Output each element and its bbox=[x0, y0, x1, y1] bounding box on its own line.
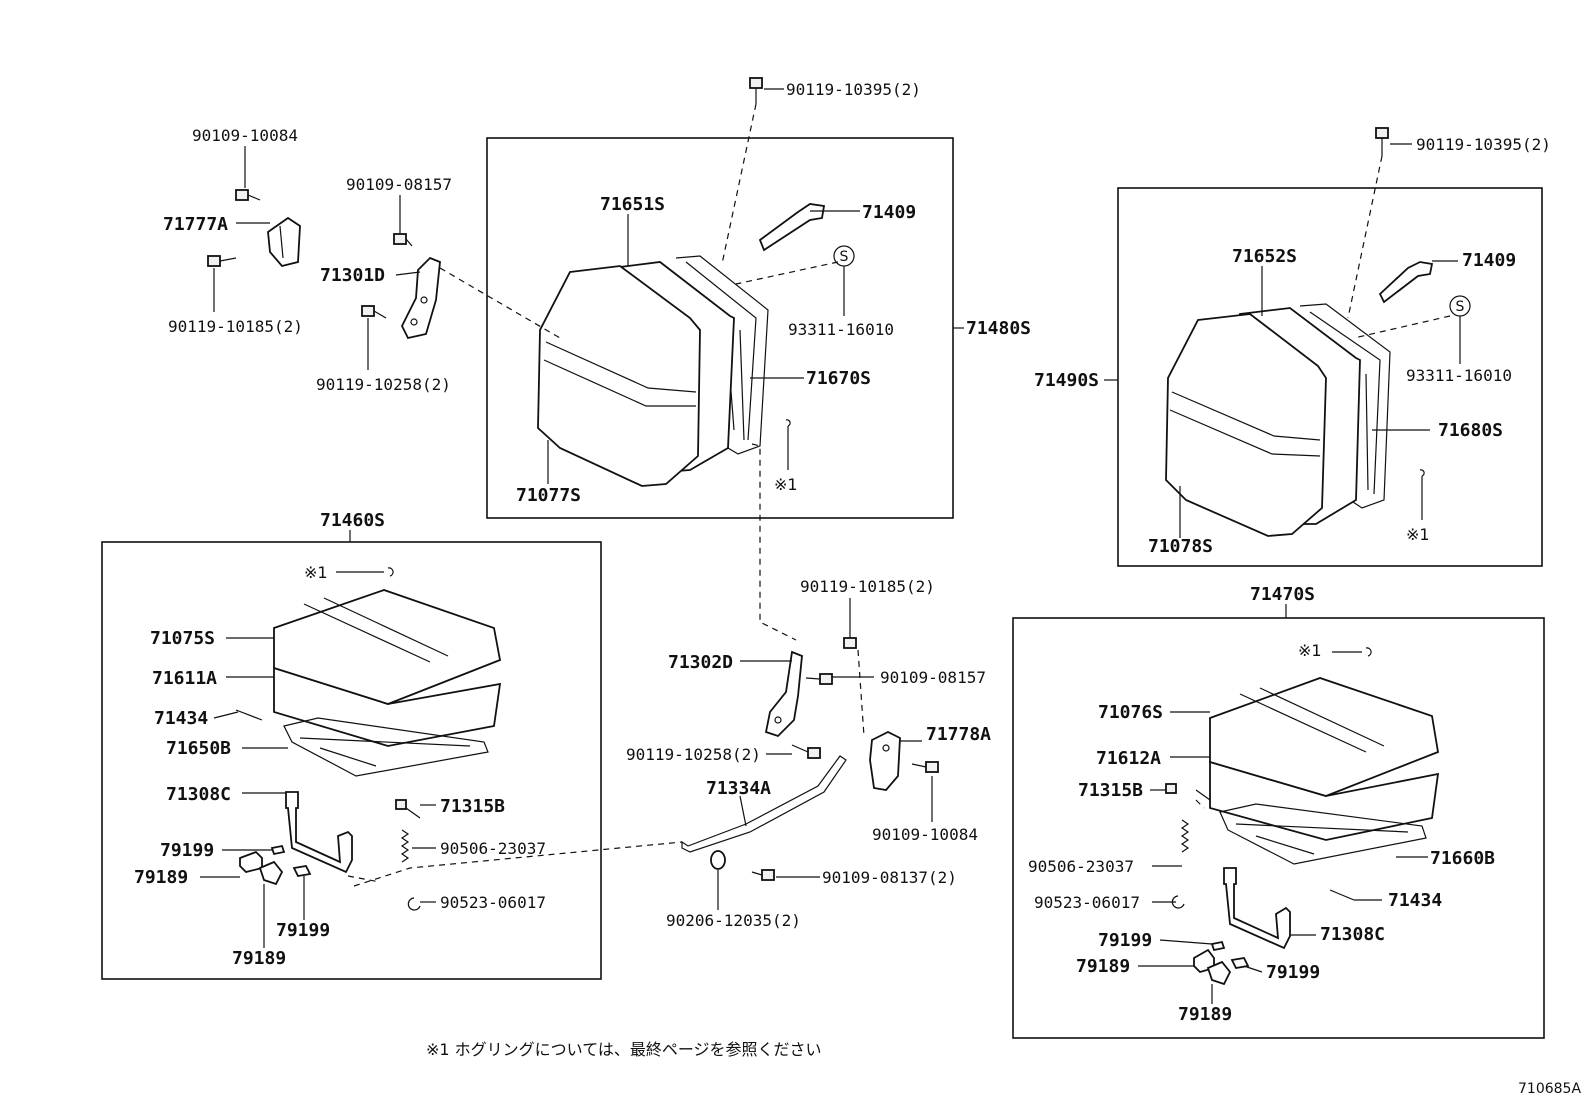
label-79189-d: 79189 bbox=[1178, 1004, 1232, 1025]
label-90109-10084-a: 90109-10084 bbox=[192, 126, 298, 145]
label-90109-10084-b: 90109-10084 bbox=[872, 825, 978, 844]
label-71308C-b: 71308C bbox=[1320, 924, 1385, 945]
s-mark-right: S bbox=[1456, 299, 1465, 315]
label-71334A: 71334A bbox=[706, 778, 771, 799]
label-note1-c: ※1 bbox=[304, 563, 328, 582]
leader-lines bbox=[200, 88, 1461, 1004]
drawing-code: 710685A bbox=[1518, 1081, 1581, 1097]
label-90109-08137: 90109-08137(2) bbox=[822, 868, 957, 887]
label-71302D: 71302D bbox=[668, 652, 733, 673]
cushion-left-box bbox=[101, 541, 602, 980]
label-71611A: 71611A bbox=[152, 668, 217, 689]
label-note1-a: ※1 bbox=[774, 475, 798, 494]
label-71650B: 71650B bbox=[166, 738, 231, 759]
label-71434-b: 71434 bbox=[1388, 890, 1442, 911]
cushion-left-drawing bbox=[235, 567, 502, 911]
label-90523-06017-a: 90523-06017 bbox=[440, 893, 546, 912]
label-79189-a: 79189 bbox=[134, 867, 188, 888]
label-79199-b: 79199 bbox=[276, 920, 330, 941]
label-71315B-a: 71315B bbox=[440, 796, 505, 817]
label-71480S: 71480S bbox=[966, 318, 1031, 339]
label-71490S: 71490S bbox=[1034, 370, 1099, 391]
label-71315B-b: 71315B bbox=[1078, 780, 1143, 801]
label-90119-10395-b: 90119-10395(2) bbox=[1416, 135, 1551, 154]
label-note1-b: ※1 bbox=[1406, 525, 1430, 544]
label-71778A: 71778A bbox=[926, 724, 991, 745]
label-90506-23037-a: 90506-23037 bbox=[440, 839, 546, 858]
s-mark-left: S bbox=[840, 249, 849, 265]
label-71409-a: 71409 bbox=[862, 202, 916, 223]
label-90119-10258-b: 90119-10258(2) bbox=[626, 745, 761, 764]
footnote-hog-ring: ※1 ホグリングについては、最終ページを参照ください bbox=[426, 1040, 822, 1059]
label-71670S: 71670S bbox=[806, 368, 871, 389]
label-90119-10395-a: 90119-10395(2) bbox=[786, 80, 921, 99]
label-79189-b: 79189 bbox=[232, 948, 286, 969]
label-71660B: 71660B bbox=[1430, 848, 1495, 869]
label-90119-10258-a: 90119-10258(2) bbox=[316, 375, 451, 394]
center-hinge-drawing bbox=[681, 624, 939, 881]
label-90523-06017-b: 90523-06017 bbox=[1034, 893, 1140, 912]
label-90109-08157-b: 90109-08157 bbox=[880, 668, 986, 687]
label-71460S: 71460S bbox=[320, 510, 385, 531]
label-71680S: 71680S bbox=[1438, 420, 1503, 441]
label-note1-d: ※1 bbox=[1298, 641, 1322, 660]
label-71077S: 71077S bbox=[516, 485, 581, 506]
label-79199-c: 79199 bbox=[1098, 930, 1152, 951]
label-71409-b: 71409 bbox=[1462, 250, 1516, 271]
label-79189-c: 79189 bbox=[1076, 956, 1130, 977]
part-labels: 90109-10084 71777A 90119-10185(2) 90109-… bbox=[134, 80, 1551, 1025]
cushion-right-drawing bbox=[1165, 647, 1440, 986]
label-90119-10185-b: 90119-10185(2) bbox=[800, 577, 935, 596]
label-90206-12035: 90206-12035(2) bbox=[666, 911, 801, 930]
label-71777A: 71777A bbox=[163, 214, 228, 235]
label-93311-16010-b: 93311-16010 bbox=[1406, 366, 1512, 385]
hinge-71777A-drawing bbox=[207, 189, 301, 268]
label-71301D: 71301D bbox=[320, 265, 385, 286]
label-71076S: 71076S bbox=[1098, 702, 1163, 723]
label-90109-08157-a: 90109-08157 bbox=[346, 175, 452, 194]
label-71612A: 71612A bbox=[1096, 748, 1161, 769]
seatback-right-box bbox=[1117, 187, 1543, 567]
hinge-71301D-drawing bbox=[361, 233, 441, 340]
label-71308C-a: 71308C bbox=[166, 784, 231, 805]
label-71651S: 71651S bbox=[600, 194, 665, 215]
cushion-right-box bbox=[1012, 617, 1545, 1039]
label-93311-16010-a: 93311-16010 bbox=[788, 320, 894, 339]
label-90119-10185-a: 90119-10185(2) bbox=[168, 317, 303, 336]
label-90506-23037-b: 90506-23037 bbox=[1028, 857, 1134, 876]
seatback-left-drawing: S bbox=[537, 77, 855, 487]
seatback-right-drawing: S bbox=[1165, 127, 1471, 537]
label-71652S: 71652S bbox=[1232, 246, 1297, 267]
dashed-lines bbox=[347, 103, 1451, 887]
label-71470S: 71470S bbox=[1250, 584, 1315, 605]
label-71075S: 71075S bbox=[150, 628, 215, 649]
label-79199-d: 79199 bbox=[1266, 962, 1320, 983]
label-79199-a: 79199 bbox=[160, 840, 214, 861]
label-71434-a: 71434 bbox=[154, 708, 208, 729]
label-71078S: 71078S bbox=[1148, 536, 1213, 557]
